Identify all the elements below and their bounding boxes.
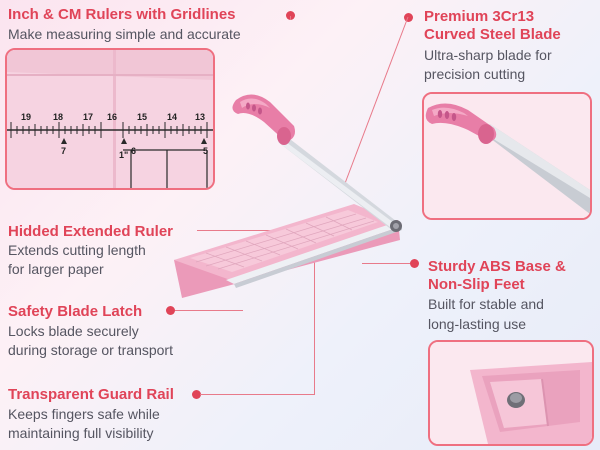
feature-base-desc-2: long-lasting use [428, 316, 527, 332]
base-closeup-image [430, 342, 592, 444]
callout-line-extended-ruler [197, 230, 315, 231]
feature-extended-ruler-desc-1: Extends cutting length [8, 242, 146, 258]
callout-dot-latch [166, 306, 175, 315]
callout-dot-guard [192, 390, 201, 399]
ruler-label: 13 [195, 112, 206, 122]
feature-rulers-title: Inch & CM Rulers with Gridlines [8, 6, 236, 23]
ruler-inch-labels: 19 18 17 16 15 14 13 [19, 112, 209, 126]
ruler-closeup-image [7, 50, 213, 188]
ruler-closeup-panel: 19 18 17 16 15 14 13 7 6 5 1" [5, 48, 215, 190]
callout-dot-blade [404, 13, 413, 22]
feature-blade-desc-2: precision cutting [424, 66, 526, 82]
ruler-label: 5 [203, 146, 209, 156]
feature-latch-desc-1: Locks blade securely [8, 323, 139, 339]
callout-dot-rulers [286, 11, 295, 20]
callout-line-guard [200, 394, 314, 395]
ruler-inch-marker: 1" [119, 150, 129, 160]
feature-base-title-1: Sturdy ABS Base & [428, 258, 566, 275]
ruler-label: 16 [107, 112, 118, 122]
ruler-label: 6 [131, 146, 137, 156]
callout-line-base [362, 263, 410, 264]
blade-closeup-panel [422, 92, 592, 220]
feature-rulers-desc: Make measuring simple and accurate [8, 26, 241, 42]
ruler-label: 17 [83, 112, 94, 122]
ruler-label: 15 [137, 112, 148, 122]
ruler-label: 19 [21, 112, 32, 122]
callout-dot-base [410, 259, 419, 268]
callout-line-rulers [290, 16, 291, 20]
ruler-label: 18 [53, 112, 64, 122]
callout-line-latch [175, 310, 243, 311]
ruler-label: 14 [167, 112, 178, 122]
feature-guard-title: Transparent Guard Rail [8, 386, 174, 403]
ruler-label: 7 [61, 146, 67, 156]
feature-extended-ruler-desc-2: for larger paper [8, 261, 104, 277]
feature-base-title-2: Non-Slip Feet [428, 276, 525, 293]
feature-blade-desc-1: Ultra-sharp blade for [424, 47, 552, 63]
feature-base-desc-1: Built for stable and [428, 296, 544, 312]
feature-blade-title-2: Curved Steel Blade [424, 26, 561, 43]
feature-extended-ruler-title: Hidded Extended Ruler [8, 223, 174, 240]
blade-closeup-image [424, 94, 590, 218]
paper-cutter-product-image [174, 94, 402, 298]
feature-guard-desc-2: maintaining full visibility [8, 425, 154, 441]
feature-blade-title-1: Premium 3Cr13 [424, 8, 535, 25]
feature-latch-desc-2: during storage or transport [8, 342, 173, 358]
callout-line-guard-vertical [314, 256, 315, 395]
feature-guard-desc-1: Keeps fingers safe while [8, 406, 160, 422]
base-closeup-panel [428, 340, 594, 446]
feature-latch-title: Safety Blade Latch [8, 303, 143, 320]
